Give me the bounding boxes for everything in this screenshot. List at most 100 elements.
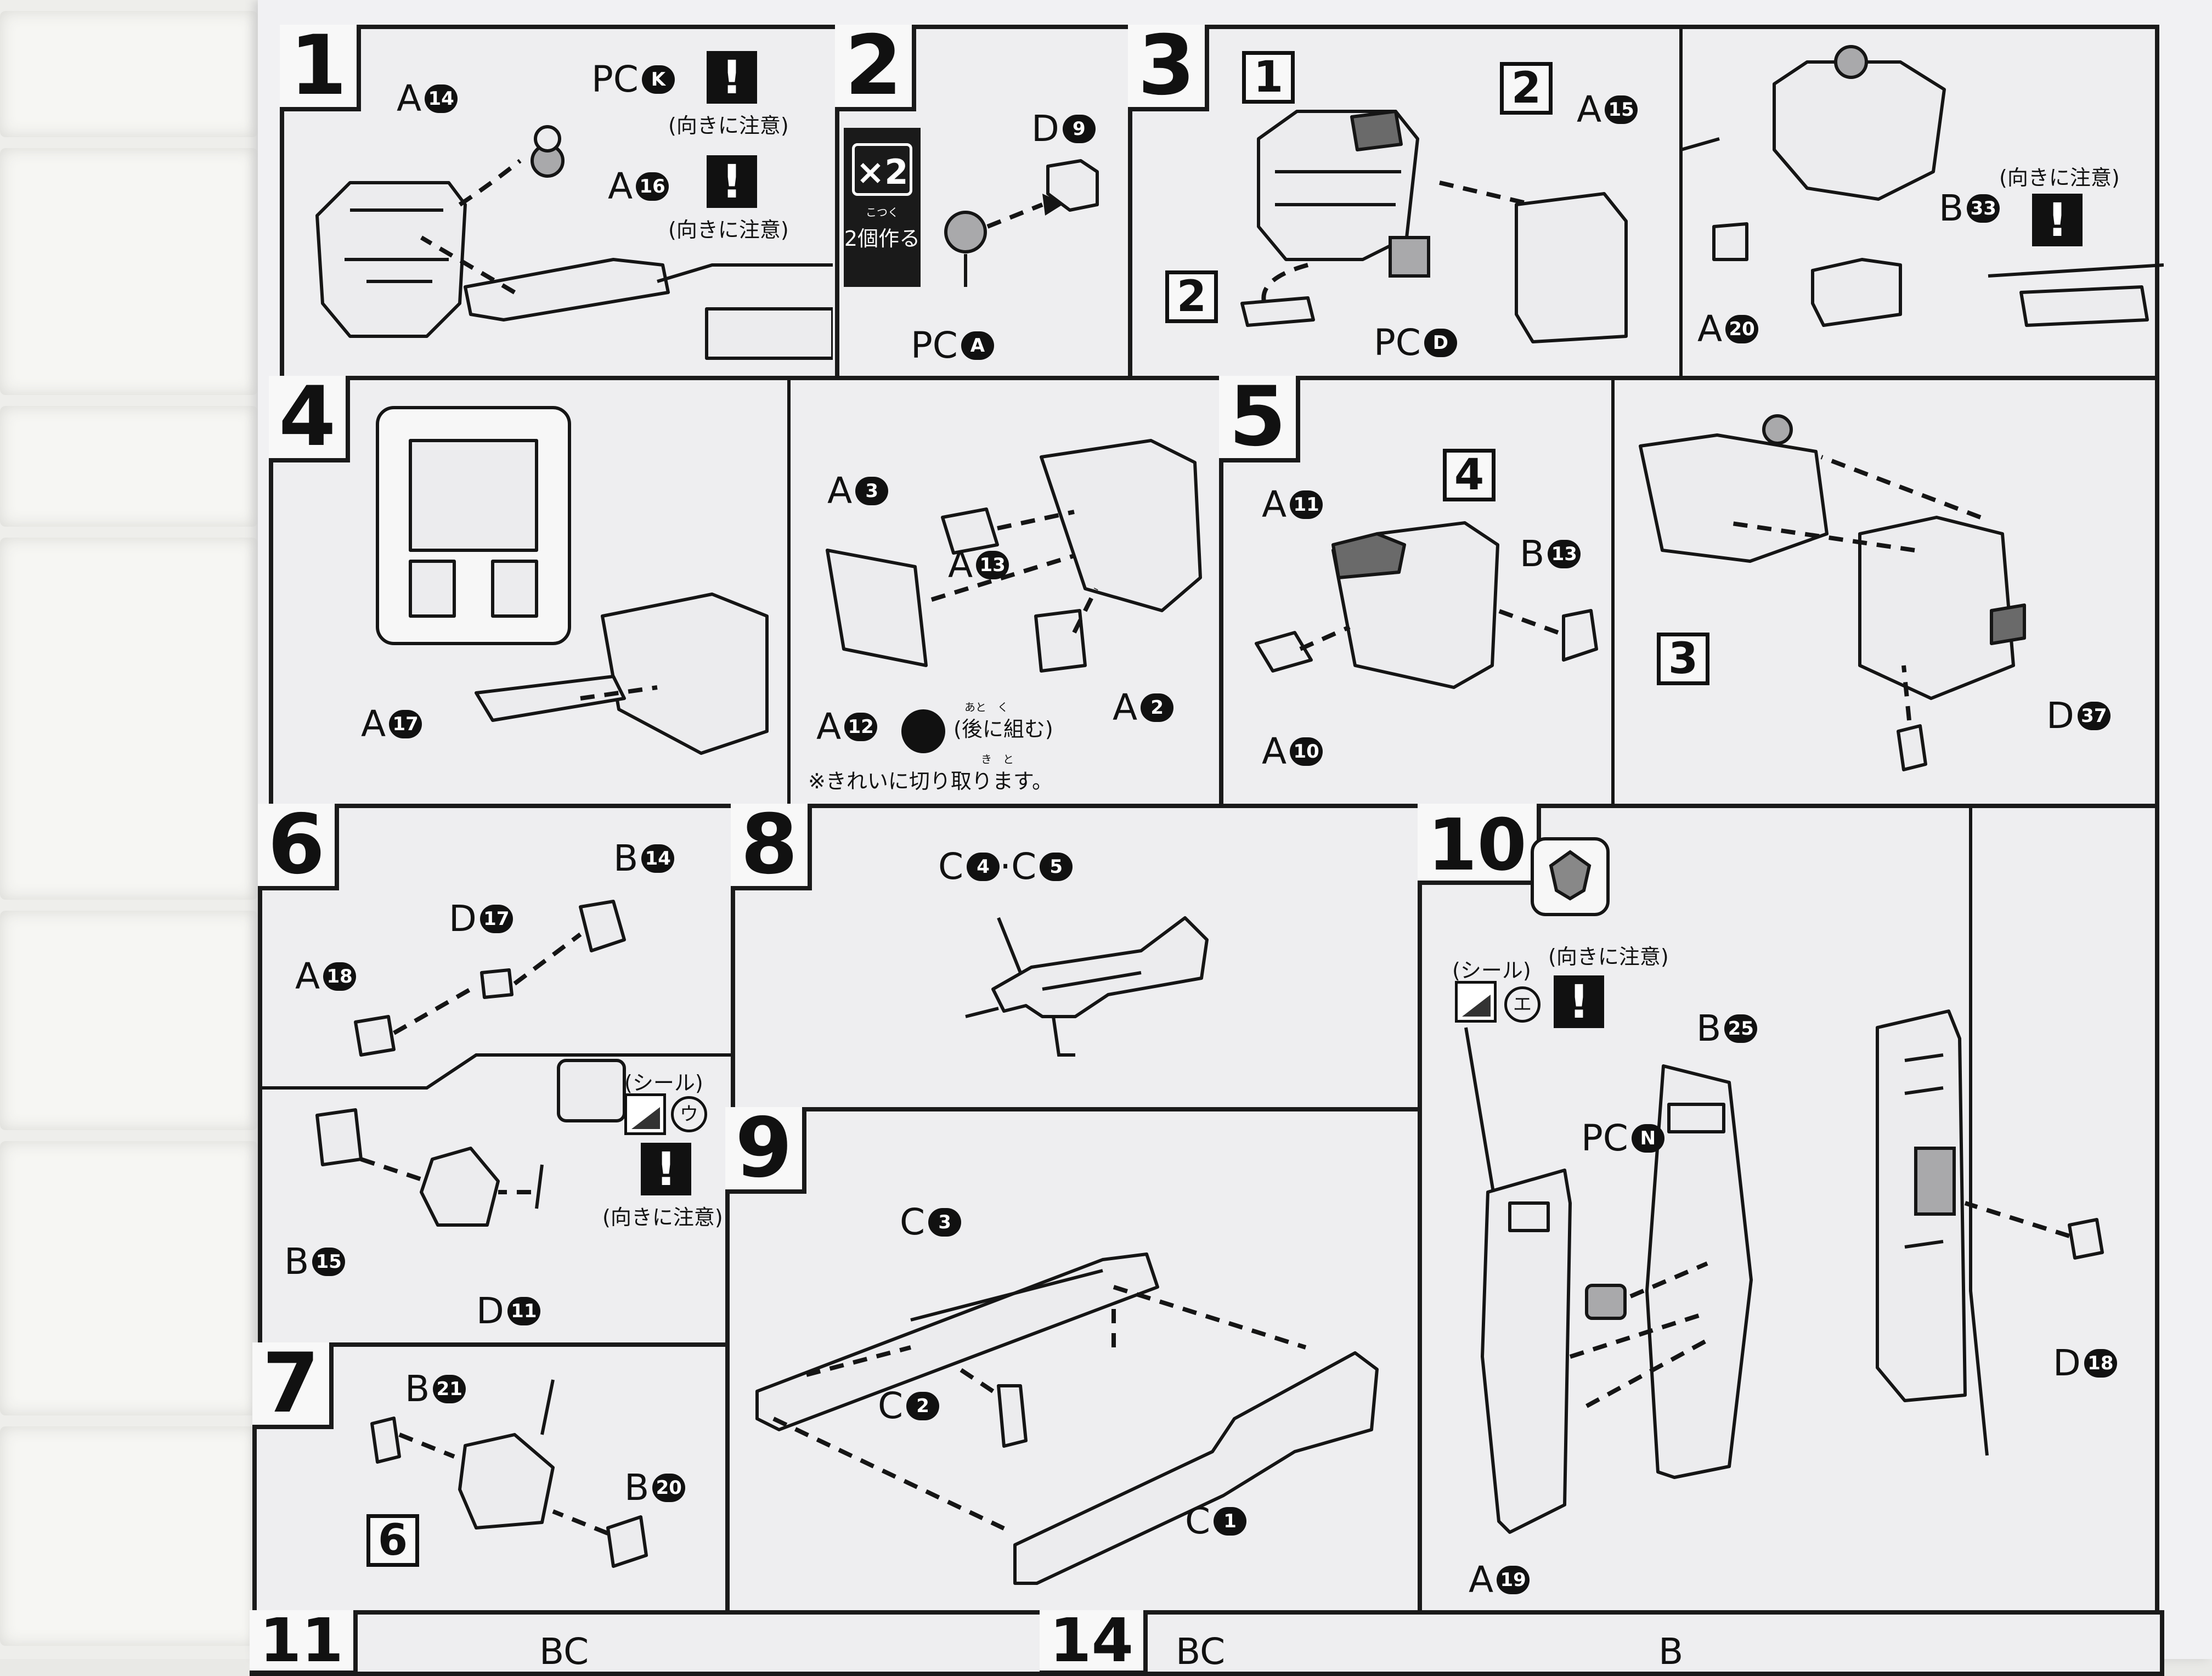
wall-brick: [0, 1141, 258, 1415]
ruby-text: き と: [981, 753, 1014, 766]
warning-exclamation-icon: !: [2032, 194, 2083, 246]
step-number: 5: [1219, 376, 1301, 462]
sticker-icon: [624, 1093, 666, 1135]
part-illustration: [944, 159, 1099, 287]
wall-brick: [0, 538, 258, 900]
warning-exclamation-icon: !: [641, 1143, 691, 1195]
emblem-icon: [1531, 837, 1610, 916]
sub-assembly-ref: 2: [1165, 270, 1218, 323]
step-panel-11-partial: 11 BC: [250, 1610, 1045, 1676]
sub-assembly-ref: 2: [1500, 62, 1553, 115]
sticker-label: (シール): [1452, 958, 1531, 983]
warning-exclamation-icon: !: [707, 155, 757, 208]
step-number: 7: [252, 1342, 334, 1429]
cut-note: ※きれいに切り取ります。: [808, 769, 1053, 793]
step-number: 3: [1128, 25, 1210, 111]
sub-assembly-ref: 1: [1242, 51, 1295, 104]
caution-text: (向きに注意): [1999, 166, 2120, 190]
step-panel-14-partial: 14 BC B: [1040, 1610, 2164, 1676]
step-number: 2: [835, 25, 917, 111]
caution-text: (向きに注意): [668, 218, 789, 242]
part-illustration: [1240, 29, 2164, 380]
sticker-icon: [1455, 981, 1497, 1023]
step-number: 14: [1040, 1610, 1148, 1675]
part-illustration: [1255, 380, 2026, 808]
ruby-text: あと く: [964, 701, 1008, 714]
part-label: BC: [1176, 1630, 1226, 1673]
step-number: 11: [250, 1610, 358, 1675]
caution-text: (向きに注意): [1548, 945, 1669, 969]
caution-text: (向きに注意): [668, 114, 789, 138]
background-wall: [0, 0, 263, 1659]
assemble-later-note: (後に組む): [953, 717, 1053, 741]
step-number: 8: [731, 804, 812, 890]
sticker-id: ウ: [671, 1096, 707, 1132]
part-label: BC: [539, 1630, 589, 1673]
caution-text: (向きに注意): [602, 1205, 723, 1229]
warning-exclamation-icon: !: [707, 51, 757, 104]
wall-brick: [0, 11, 258, 137]
part-illustration: [315, 125, 833, 360]
part-illustration: [755, 1252, 1379, 1585]
sub-assembly-ref: 3: [1657, 633, 1709, 685]
sub-assembly-ref: 6: [366, 1514, 419, 1567]
part-illustration: [1464, 808, 2104, 1534]
warning-exclamation-icon: !: [1554, 975, 1604, 1028]
make-two-badge: ×2 こつく 2個作る: [844, 128, 921, 287]
wall-brick: [0, 1426, 258, 1646]
step-number: 4: [269, 376, 351, 462]
part-illustration: [370, 1379, 648, 1568]
sticker-label: (シール): [624, 1071, 703, 1095]
sticker-id: エ: [1504, 986, 1541, 1023]
wall-brick: [0, 911, 258, 1130]
wall-brick: [0, 148, 258, 395]
part-illustration: [262, 900, 740, 1227]
part-illustration: [376, 380, 1202, 808]
step-number: 6: [258, 804, 340, 890]
wall-brick: [0, 406, 258, 527]
sub-assembly-ref: 4: [1443, 449, 1496, 501]
part-illustration: [965, 916, 1209, 1057]
step-number: 9: [725, 1107, 807, 1194]
